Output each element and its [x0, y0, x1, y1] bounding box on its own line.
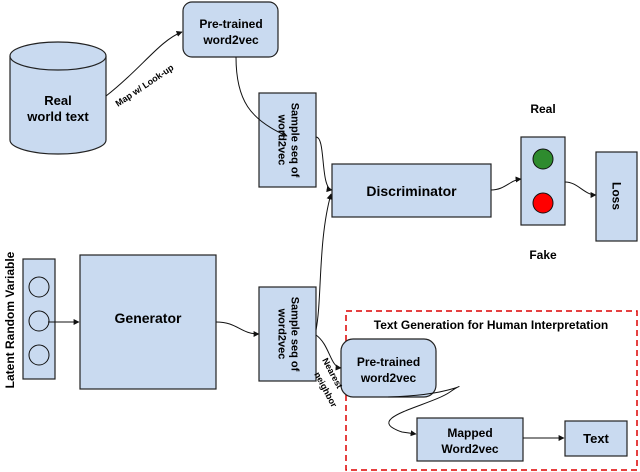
group-title: Text Generation for Human Interpretation	[374, 318, 608, 332]
real-world-text-line1: Real	[44, 93, 71, 108]
mapped-line1: Mapped	[447, 426, 492, 440]
edge-generator-to-sample-bottom	[215, 321, 260, 337]
edge-sample-top-to-discriminator	[315, 136, 333, 193]
latent-label: Latent Random Variable	[3, 251, 17, 388]
real-light-icon	[532, 148, 554, 170]
loss-node: Loss	[595, 151, 638, 242]
mapped-line2: Word2vec	[441, 442, 498, 456]
generator-label: Generator	[115, 310, 182, 326]
edge-sample-bottom-to-pretrained	[315, 334, 342, 371]
pretrained-top-line1: Pre-trained	[199, 17, 262, 31]
edge-realtext-to-pretrained	[105, 31, 183, 97]
sample-seq-bottom-node: Sample seq of word2vec	[258, 286, 317, 382]
real-world-text-node: Real world text	[9, 41, 107, 155]
generator-node: Generator	[79, 254, 217, 390]
pretrained-bottom-line1: Pre-trained	[357, 355, 420, 369]
discriminator-node: Discriminator	[331, 163, 492, 218]
discriminator-label: Discriminator	[366, 183, 457, 199]
edge-lights-to-loss	[564, 181, 597, 198]
edge-pretrained-to-mapped	[387, 386, 460, 437]
sample-top-line1: Sample seq of	[289, 103, 301, 178]
sample-seq-top-node: Sample seq of word2vec	[258, 92, 317, 188]
sample-top-line2: word2vec	[276, 114, 288, 166]
pretrained-bottom-line2: word2vec	[360, 371, 417, 385]
edge-pretrained-to-sample-top	[235, 56, 288, 137]
real-label: Real	[530, 102, 555, 116]
fake-light-icon	[532, 192, 554, 214]
real-fake-indicator: Real Fake	[520, 102, 566, 262]
edge-discriminator-to-lights	[490, 176, 522, 191]
loss-label: Loss	[610, 182, 624, 210]
sample-bottom-line2: word2vec	[276, 308, 288, 360]
text-output-node: Text	[564, 420, 628, 457]
latent-random-variable-node: Latent Random Variable	[3, 251, 56, 388]
text-label: Text	[583, 431, 609, 446]
edge-sample-bottom-to-discriminator	[315, 193, 333, 331]
map-lookup-label: Map w/ Look-up	[114, 62, 176, 109]
fake-label: Fake	[529, 248, 557, 262]
mapped-word2vec-node: Mapped Word2vec	[416, 417, 524, 462]
pretrained-top-line2: word2vec	[202, 33, 259, 47]
real-world-text-line2: world text	[26, 109, 89, 124]
pretrained-word2vec-top-node: Pre-trained word2vec	[182, 1, 279, 58]
pretrained-word2vec-bottom-node: Pre-trained word2vec	[340, 338, 437, 398]
sample-bottom-line1: Sample seq of	[289, 297, 301, 372]
